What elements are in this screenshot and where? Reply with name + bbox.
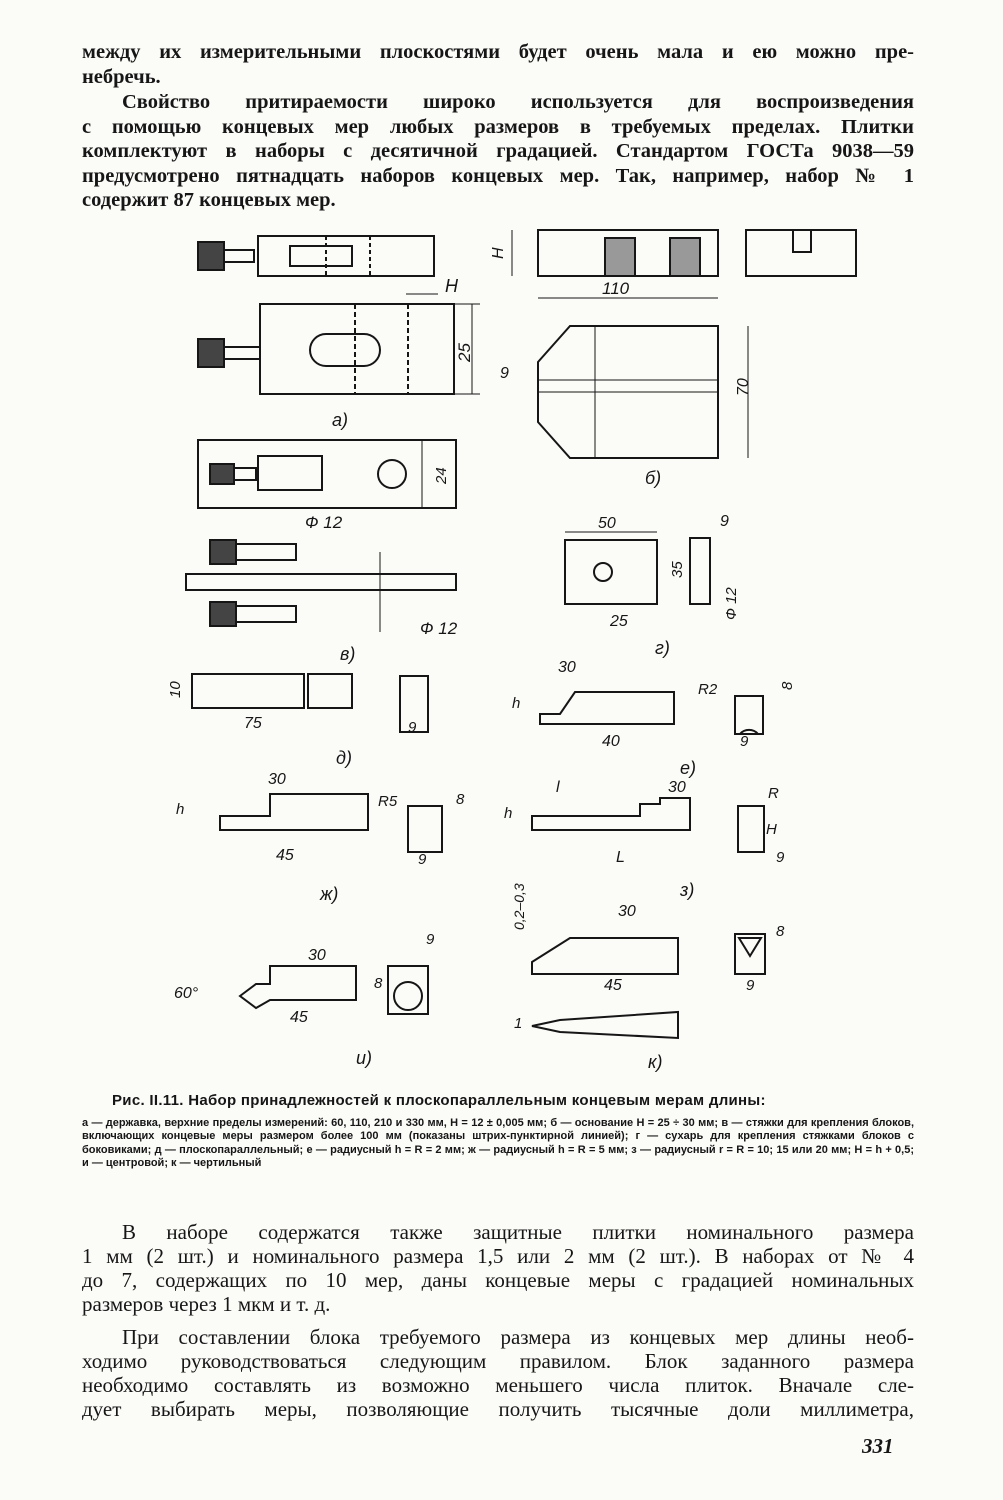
dim-9-z: 9 xyxy=(776,849,785,866)
label-a: а) xyxy=(332,410,348,430)
dim-25-g: 25 xyxy=(609,613,628,630)
dim-45-zh: 45 xyxy=(276,847,294,864)
dim-50: 50 xyxy=(598,515,616,532)
dim-phi12-bottom: Ф 12 xyxy=(420,619,458,638)
dim-phi12-g: Ф 12 xyxy=(723,587,740,620)
dim-phi12-top: Ф 12 xyxy=(305,513,343,532)
panel-i-center: 30 60° 45 8 9 и) xyxy=(174,931,435,1068)
label-b: б) xyxy=(645,468,661,488)
label-e: е) xyxy=(680,758,696,778)
text-line: Свойство притираемости широко использует… xyxy=(122,91,914,113)
panel-e-radius: 30 h 40 R2 8 9 е) xyxy=(512,659,796,778)
dim-25: 25 xyxy=(455,343,474,363)
paragraph-gauge-blocks: Свойство притираемости широко использует… xyxy=(82,90,914,213)
dim-H-z: H xyxy=(766,821,777,838)
text-line: дует выбирать меры, позволяющие получить… xyxy=(82,1397,914,1421)
text-line: необходимо составлять из возможно меньше… xyxy=(82,1373,914,1397)
dim-30-zh: 30 xyxy=(268,771,286,788)
dim-70: 70 xyxy=(735,378,752,396)
dim-L: L xyxy=(616,849,625,866)
label-z: з) xyxy=(679,880,694,900)
label-g: г) xyxy=(655,638,670,658)
text-line: предусмотрено пятнадцать наборов концевы… xyxy=(82,164,914,187)
dim-10: 10 xyxy=(167,681,184,698)
dim-H-b: H xyxy=(490,247,507,259)
dim-8-zh: 8 xyxy=(456,791,465,808)
dim-30-e: 30 xyxy=(558,659,576,676)
text-line: В наборе содержатся также защитные плитк… xyxy=(122,1220,914,1244)
panel-d-flat: 10 75 9 д) xyxy=(167,673,429,768)
panel-v-ties: 24 Ф 12 Ф 12 в) xyxy=(185,439,458,664)
text-line: с помощью концевых мер любых размеров в … xyxy=(82,115,914,138)
dim-9-k: 9 xyxy=(746,977,755,994)
dim-9-i: 9 xyxy=(426,931,435,948)
dim-75: 75 xyxy=(244,715,262,732)
dim-40: 40 xyxy=(602,733,620,750)
dim-60deg: 60° xyxy=(174,985,199,1002)
dim-l: l xyxy=(556,779,560,796)
dim-tolerance: 0,2–0,3 xyxy=(511,883,527,930)
dim-9-e: 9 xyxy=(740,733,749,750)
text-line: комплектуют в наборы с десятичной градац… xyxy=(82,140,914,162)
dim-9-b: 9 xyxy=(500,365,509,382)
dim-8-i: 8 xyxy=(374,975,383,992)
dim-45-i: 45 xyxy=(290,1009,308,1026)
dim-1: 1 xyxy=(514,1015,522,1032)
text-line: до 7, содержащих по 10 мер, даны концевы… xyxy=(82,1268,914,1292)
text-line: ходимо руководствоваться следующим прави… xyxy=(82,1349,914,1373)
dim-45-k: 45 xyxy=(604,977,622,994)
dim-30-i: 30 xyxy=(308,947,326,964)
dim-R: R xyxy=(768,785,779,802)
panel-z-radius: l 30 h L R H 9 з) xyxy=(504,779,785,900)
dim-h-zh: h xyxy=(176,801,184,818)
figure-caption-body: а — державка, верхние пределы измерений:… xyxy=(82,1117,914,1170)
panel-b-base: H 110 9 70 б) xyxy=(490,229,857,488)
page-number: 331 xyxy=(862,1434,894,1458)
figure-drawing: 25 H а) H 110 9 xyxy=(167,229,857,1072)
dim-R5: R5 xyxy=(378,793,398,810)
dim-H: H xyxy=(445,276,459,296)
dim-35: 35 xyxy=(669,561,686,578)
label-d: д) xyxy=(336,748,352,768)
dim-30-k: 30 xyxy=(618,903,636,920)
panel-k-scriber: 0,2–0,3 30 45 8 9 1 к) xyxy=(511,883,785,1072)
label-v: в) xyxy=(340,644,355,664)
dim-8-e: 8 xyxy=(779,681,796,690)
label-zh: ж) xyxy=(319,884,338,904)
dim-9-zh: 9 xyxy=(418,851,427,868)
label-k: к) xyxy=(648,1052,663,1072)
paragraph-protective-plates: В наборе содержатся также защитные плитк… xyxy=(82,1220,914,1316)
dim-9-d: 9 xyxy=(408,719,417,736)
dim-8-k: 8 xyxy=(776,923,785,940)
dim-9-g: 9 xyxy=(720,513,729,530)
text-line: содержит 87 концевых мер. xyxy=(82,189,336,211)
text-line: При составлении блока требуемого размера… xyxy=(122,1325,914,1349)
text-line: небречь. xyxy=(82,65,161,88)
panel-a-holder: 25 H а) xyxy=(197,235,480,430)
figure-caption-title: Рис. II.11. Набор принадлежностей к плос… xyxy=(112,1092,766,1109)
dim-30-z: 30 xyxy=(668,779,686,796)
label-i: и) xyxy=(356,1048,372,1068)
dim-h-z: h xyxy=(504,805,512,822)
dim-h-e: h xyxy=(512,695,520,712)
dim-110: 110 xyxy=(602,279,630,298)
paragraph-continuation: между их измерительными плоскостями буде… xyxy=(82,40,914,89)
dim-24: 24 xyxy=(433,467,450,485)
paragraph-block-rule: При составлении блока требуемого размера… xyxy=(82,1325,914,1421)
panel-g-jaw: 50 35 9 Ф 12 25 г) xyxy=(564,513,740,658)
dim-R2: R2 xyxy=(698,681,718,698)
text-line: 1 мм (2 шт.) и номинального размера 1,5 … xyxy=(82,1244,914,1268)
text-line: размеров через 1 мкм и т. д. xyxy=(82,1292,331,1316)
technical-figure: 25 H а) H 110 9 xyxy=(150,222,890,1082)
text-line: между их измерительными плоскостями буде… xyxy=(82,41,914,63)
panel-zh-radius: 30 h 45 R5 8 9 ж) xyxy=(176,771,465,904)
